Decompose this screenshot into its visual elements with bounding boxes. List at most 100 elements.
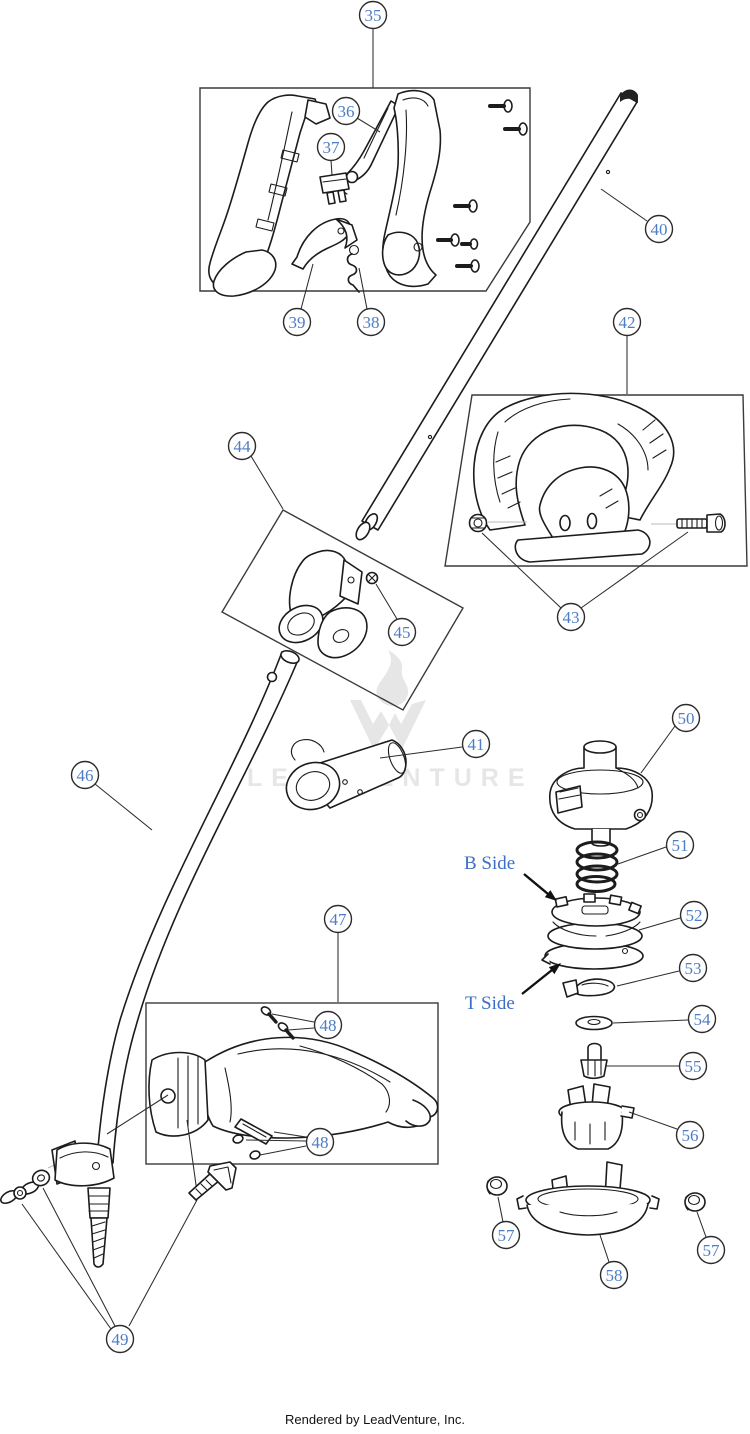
callout-41[interactable]: 41: [379, 729, 491, 759]
side-labels: B Side T Side: [464, 853, 561, 1014]
callout-bubble[interactable]: [358, 0, 388, 30]
callout-58[interactable]: 58: [599, 1234, 629, 1290]
callout-bubble[interactable]: [675, 1120, 705, 1150]
callout-35[interactable]: 35: [358, 0, 388, 89]
callout-57[interactable]: 57: [696, 1211, 726, 1265]
handle-housing-left: [208, 94, 331, 297]
callout-52[interactable]: 52: [638, 900, 709, 931]
callout-bubble[interactable]: [678, 953, 708, 983]
inner-reel: [558, 1083, 635, 1150]
callout-44[interactable]: 44: [227, 431, 284, 510]
callout-leader-line: [330, 159, 333, 176]
callout-48[interactable]: 48: [271, 1010, 343, 1040]
callout-number: 51: [672, 836, 689, 855]
callout-number: 45: [394, 623, 411, 642]
head-spring: [575, 840, 619, 893]
shaft-threaded-end: [87, 1187, 111, 1268]
callout-bubble[interactable]: [331, 96, 361, 126]
blade-screws: [232, 1134, 261, 1160]
callout-bubble[interactable]: [323, 904, 353, 934]
callout-bubble[interactable]: [678, 1051, 708, 1081]
callout-37[interactable]: 37: [316, 132, 346, 176]
callout-bubble[interactable]: [282, 307, 312, 337]
callout-number: 46: [77, 766, 94, 785]
handle-bolt: [488, 513, 726, 533]
callout-leader-line: [245, 1139, 307, 1142]
callout-49[interactable]: 49: [21, 1187, 198, 1354]
callout-number: 41: [468, 735, 485, 754]
callout-number: 36: [338, 102, 355, 121]
callout-bubble[interactable]: [696, 1235, 726, 1265]
spool-housing: [549, 740, 653, 847]
callout-46[interactable]: 46: [70, 760, 153, 831]
upper-driveshaft: [355, 89, 638, 541]
callout-bubble[interactable]: [70, 760, 100, 790]
callout-43[interactable]: 43: [481, 531, 689, 632]
callout-40[interactable]: 40: [600, 188, 674, 244]
handle-assembly-box: [199, 87, 531, 292]
flat-washer: [31, 1169, 51, 1187]
callout-57[interactable]: 57: [491, 1196, 521, 1250]
callout-bubble[interactable]: [227, 431, 257, 461]
callout-leader-line: [250, 455, 284, 510]
callout-55[interactable]: 55: [605, 1051, 708, 1081]
callout-leader-line: [580, 531, 689, 609]
callout-bubble[interactable]: [461, 729, 491, 759]
callout-number: 44: [234, 437, 252, 456]
callout-bubble[interactable]: [387, 617, 417, 647]
handle-housing-right: [381, 89, 442, 288]
t-side-label: T Side: [465, 993, 515, 1014]
callout-bubble[interactable]: [313, 1010, 343, 1040]
callout-42[interactable]: 42: [612, 307, 642, 395]
callout-54[interactable]: 54: [612, 1004, 717, 1034]
handle-nut: [468, 513, 488, 533]
watermark-v-mark: [350, 700, 389, 750]
callout-bubble[interactable]: [105, 1324, 135, 1354]
callout-bubble[interactable]: [491, 1220, 521, 1250]
callout-leader-line: [21, 1203, 112, 1330]
callout-bubble[interactable]: [687, 1004, 717, 1034]
callout-number: 52: [686, 906, 703, 925]
callout-leader-line: [600, 188, 648, 222]
callout-number: 57: [703, 1241, 721, 1260]
callout-number: 54: [694, 1010, 712, 1029]
callout-bubble[interactable]: [644, 214, 674, 244]
callout-bubble[interactable]: [356, 307, 386, 337]
hanger-bracket: [51, 1140, 115, 1187]
callout-bubble[interactable]: [305, 1127, 335, 1157]
loop-handle-box: [444, 394, 748, 567]
callout-51[interactable]: 51: [617, 830, 695, 865]
throttle-trigger: [291, 217, 358, 270]
callout-bubble[interactable]: [556, 602, 586, 632]
callout-36[interactable]: 36: [331, 96, 381, 133]
callout-number: 42: [619, 313, 636, 332]
callout-bubble[interactable]: [665, 830, 695, 860]
callout-56[interactable]: 56: [628, 1111, 705, 1150]
callout-45[interactable]: 45: [375, 583, 417, 647]
callout-50[interactable]: 50: [640, 703, 701, 774]
callout-48[interactable]: 48: [245, 1127, 335, 1157]
trigger-spring: [346, 244, 360, 293]
callout-47[interactable]: 47: [323, 904, 353, 1003]
callout-leader-line: [481, 532, 562, 609]
callout-38[interactable]: 38: [356, 267, 386, 337]
watermark-v-mark2: [389, 700, 426, 749]
callout-number: 58: [606, 1266, 623, 1285]
callout-bubble[interactable]: [612, 307, 642, 337]
t-side-arrow: [521, 963, 561, 995]
callout-bubble[interactable]: [679, 900, 709, 930]
callout-number: 43: [563, 608, 580, 627]
callout-leader-line: [379, 746, 463, 759]
grommet-left: [486, 1176, 508, 1196]
footer-credit: Rendered by LeadVenture, Inc.: [285, 1412, 465, 1427]
callout-39[interactable]: 39: [282, 263, 314, 337]
callout-bubble[interactable]: [671, 703, 701, 733]
shaft-clamp-box: [221, 509, 464, 711]
throttle-lever: [340, 100, 400, 195]
callout-53[interactable]: 53: [616, 953, 708, 987]
head-cover: [516, 1161, 660, 1236]
callout-leader-line: [616, 970, 680, 987]
callout-bubble[interactable]: [316, 132, 346, 162]
callout-bubble[interactable]: [599, 1260, 629, 1290]
